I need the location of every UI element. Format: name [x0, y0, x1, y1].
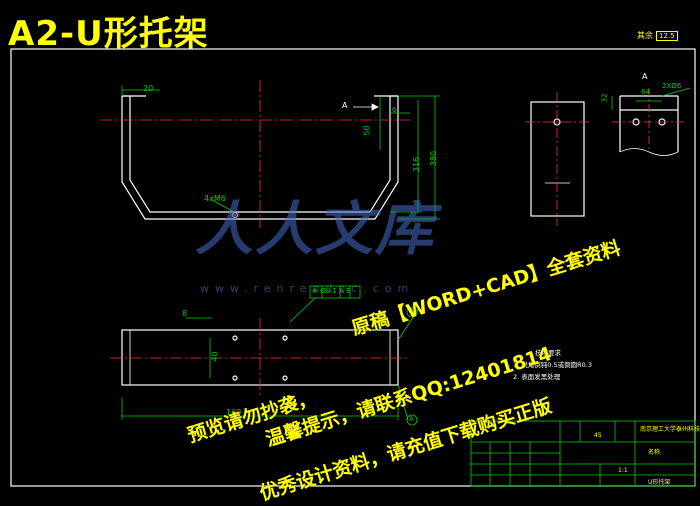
dim-plan-thickness: 8 — [182, 309, 188, 318]
arrow-a-label: A — [342, 101, 348, 110]
dim-flange-width: 20 — [143, 84, 154, 93]
title-block-sheet-label: 名称 — [648, 449, 661, 456]
title-block-part-name: U形托架 — [648, 479, 671, 486]
title-block-material: 45 — [594, 432, 602, 439]
dim-holes: 4xM6 — [204, 194, 226, 203]
cad-drawing-canvas — [10, 48, 696, 487]
side-view — [530, 101, 585, 217]
dim-side-holes: 2XØ6 — [662, 82, 682, 90]
plan-centerlines — [110, 318, 410, 395]
dim-outer-height: 380 — [429, 150, 439, 167]
technical-notes: 技术要求 1. 锐角倒钝0.5或倒圆R0.3 2. 表面发黑处理 — [513, 347, 592, 383]
roughness-label: 其余 — [637, 31, 653, 40]
dim-side-width: 64 — [641, 88, 650, 96]
title-block-school: 南京理工大学泰州科技学院 — [640, 426, 700, 433]
drawing-border — [10, 48, 696, 487]
title-block — [470, 420, 696, 487]
datum-a-label: A — [409, 415, 414, 423]
note-item-1: 1. 锐角倒钝0.5或倒圆R0.3 — [513, 361, 592, 369]
drawing-title: A2-U形托架 — [8, 14, 209, 54]
detail-centerlines — [612, 88, 686, 150]
section-arrow-a — [353, 103, 379, 111]
dim-plan-length: 160 — [226, 408, 242, 417]
datum-markers — [406, 306, 418, 426]
front-dimensions — [121, 86, 440, 220]
dim-thickness: 6 — [392, 106, 397, 114]
renrendoc-logo: 人人文库 — [195, 195, 436, 263]
note-item-2: 2. 表面发黑处理 — [513, 373, 561, 381]
u-profile-outer — [121, 96, 399, 220]
side-view-label: A — [642, 72, 648, 81]
tolerance-position: ⊕ Ø0.1 A B — [312, 287, 351, 295]
renrendoc-url: www.renrendoc.com — [200, 282, 415, 295]
dim-inner-height: 316 — [412, 156, 422, 173]
title-block-scale: 1:1 — [618, 467, 628, 474]
plan-dimensions — [121, 285, 419, 421]
dim-hole-offset: 50 — [362, 125, 372, 136]
dim-plan-width: 40 — [210, 351, 220, 362]
roughness-value: 12.5 — [656, 31, 678, 41]
front-centerlines — [100, 80, 410, 228]
dim-side-height: 32 — [600, 93, 609, 103]
notes-heading: 技术要求 — [535, 349, 561, 357]
side-centerlines — [525, 92, 590, 226]
front-holes — [230, 212, 240, 218]
datum-b-label: B — [409, 307, 414, 315]
